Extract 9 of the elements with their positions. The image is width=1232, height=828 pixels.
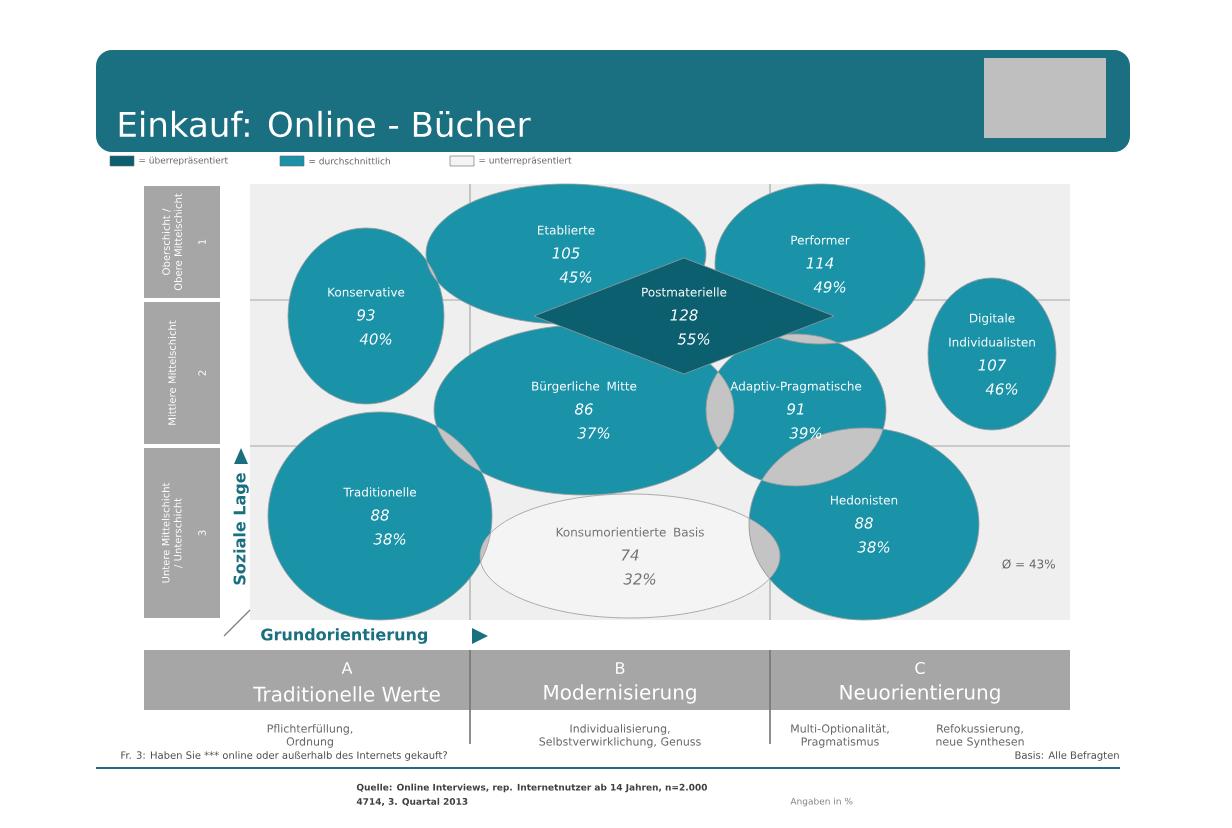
- title: Einkauf: Online - Bücher: [119, 110, 531, 138]
- column-heading: Modernisierung: [544, 684, 696, 704]
- column-letter: B: [616, 662, 625, 674]
- column-letter: C: [915, 661, 925, 675]
- column-heading: Neuorientierung: [840, 684, 1000, 704]
- column-heading: Traditionelle Werte: [253, 686, 440, 702]
- axis-label: Grundorientierung: [261, 628, 428, 644]
- axis-label: Soziale Lage: [233, 473, 249, 585]
- column-letter: A: [341, 662, 353, 674]
